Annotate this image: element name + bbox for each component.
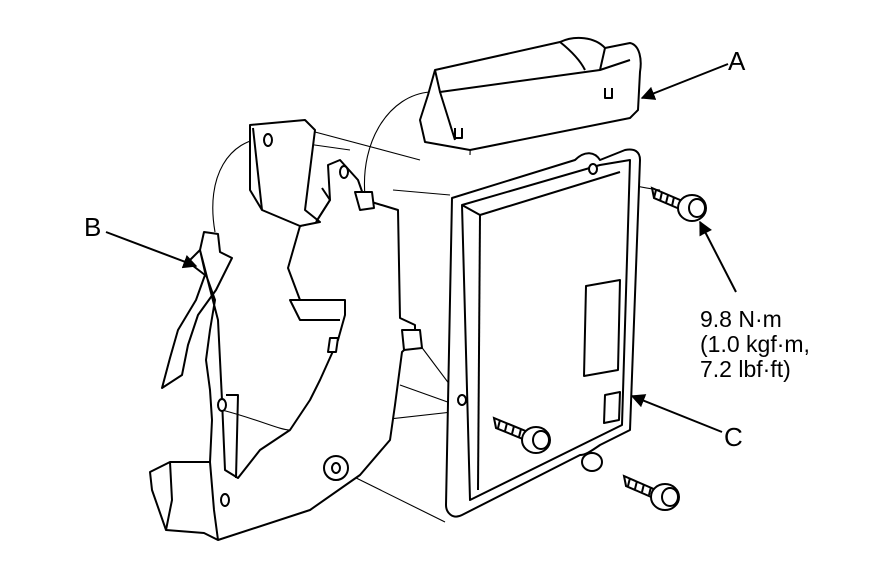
torque-spec-line-2: (1.0 kgf·m,	[700, 331, 810, 357]
bolt-middle	[492, 416, 551, 454]
leader-arrow-c	[630, 394, 723, 433]
cover-a	[419, 36, 642, 151]
bolt-bottom	[622, 474, 680, 511]
leader-arrow-a	[640, 63, 729, 100]
leader-arrow-torque	[699, 220, 737, 293]
leader-arrows	[105, 63, 737, 433]
torque-spec-line-3: 7.2 lbf·ft)	[700, 356, 791, 382]
leader-arrow-b	[105, 231, 198, 269]
callout-label-b: B	[84, 212, 102, 242]
torque-spec: 9.8 N·m (1.0 kgf·m, 7.2 lbf·ft)	[700, 307, 810, 382]
callout-label-c: C	[724, 422, 743, 452]
callout-label-a: A	[728, 46, 746, 76]
bolt-top	[650, 186, 707, 222]
module-c	[445, 148, 641, 518]
bracket-b	[149, 119, 423, 541]
torque-spec-line-1: 9.8 N·m	[700, 306, 782, 332]
